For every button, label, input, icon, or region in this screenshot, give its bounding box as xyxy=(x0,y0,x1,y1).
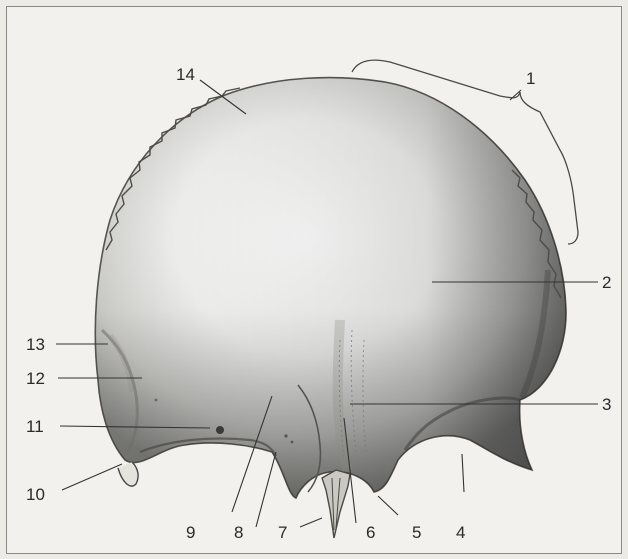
label-12: 12 xyxy=(26,369,45,388)
label-7: 7 xyxy=(278,523,287,542)
label-5: 5 xyxy=(412,523,421,542)
label-3: 3 xyxy=(602,395,611,414)
label-1: 1 xyxy=(526,69,535,88)
label-9: 9 xyxy=(186,523,195,542)
label-14: 14 xyxy=(176,65,195,84)
zygomatic-process xyxy=(118,462,138,486)
label-4: 4 xyxy=(456,523,465,542)
label-2: 2 xyxy=(602,273,611,292)
label-13: 13 xyxy=(26,335,45,354)
supraorbital-foramen xyxy=(216,426,224,434)
label-10: 10 xyxy=(26,485,45,504)
label-6: 6 xyxy=(366,523,375,542)
label-11: 11 xyxy=(26,417,44,436)
label-8: 8 xyxy=(234,523,243,542)
